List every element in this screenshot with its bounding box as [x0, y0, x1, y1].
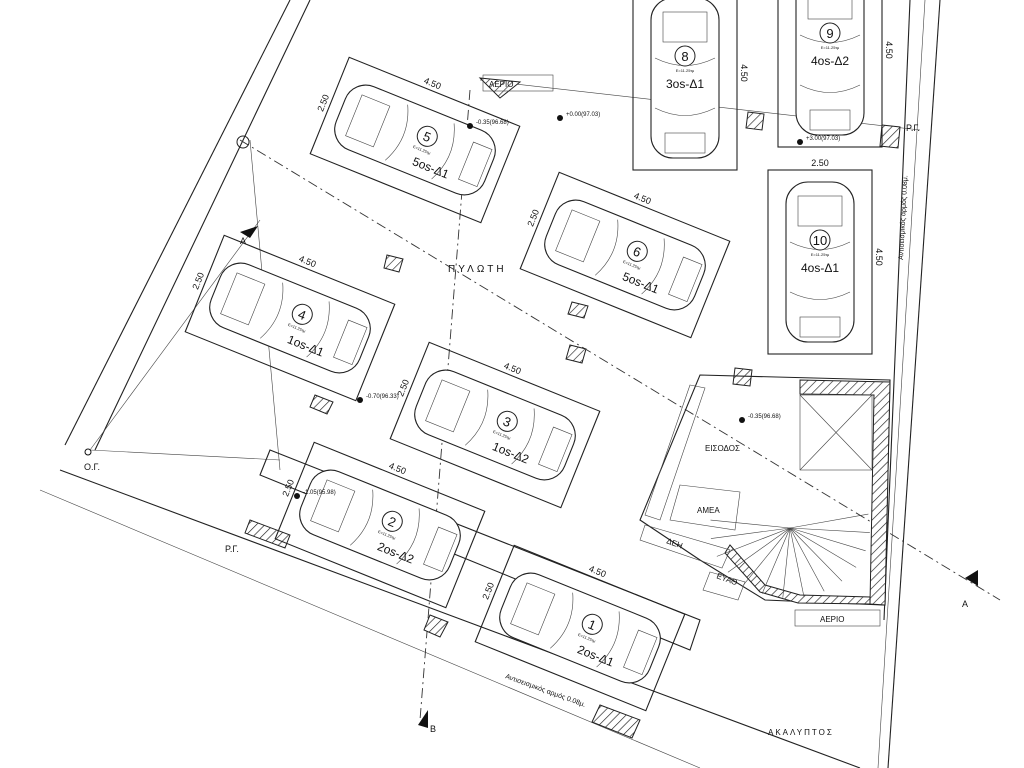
space-area: E=11.25τμ [577, 632, 597, 644]
og-marker: Ο.Γ. [84, 462, 100, 472]
space-area: E=11.25τμ [377, 529, 397, 541]
dimension-length: 4.50 [739, 64, 749, 82]
car-icon [650, 0, 720, 159]
space-owner: 4os-Δ1 [801, 261, 839, 275]
space-outline [274, 441, 486, 609]
level-4: -1.05(95.98) [303, 490, 336, 496]
space-owner: 4os-Δ2 [811, 54, 849, 68]
car-icon [499, 572, 661, 684]
dimension-width: 2.50 [811, 158, 829, 168]
rg-marker-right: Ρ.Γ. [906, 123, 920, 133]
dimension-width: 2.50 [525, 208, 541, 228]
space-outline [519, 171, 731, 339]
car-icon [414, 369, 576, 481]
building-walls [244, 77, 901, 739]
stair-core [482, 74, 891, 627]
dimension-length: 4.50 [422, 76, 442, 92]
dimension-length: 4.50 [632, 191, 652, 207]
level-5: -0.35(96.68) [748, 414, 781, 420]
dimension-length: 4.50 [884, 41, 894, 59]
space-outline [184, 234, 396, 402]
space-area: E=11.25τμ [492, 429, 512, 441]
dimension-width: 2.50 [280, 478, 296, 498]
parking-space-10: 10E=11.25τμ 4os-Δ1 4.50 2.50 [767, 158, 884, 355]
level-3: -0.70(96.33) [366, 394, 399, 400]
space-outline [767, 169, 873, 355]
level-0: +0.00(97.03) [566, 112, 600, 118]
space-outline [389, 341, 601, 509]
level-1: -0.35(96.68) [476, 120, 509, 126]
car-icon [785, 181, 855, 343]
space-number: 8 [681, 49, 688, 64]
car-icon [795, 0, 865, 136]
dimension-length: 4.50 [874, 248, 884, 266]
car-icon [209, 262, 371, 374]
space-area: E=11.25τμ [821, 45, 840, 50]
car-icon [299, 469, 461, 581]
space-owner: 3os-Δ1 [666, 77, 704, 91]
plot-boundaries [39, 0, 1001, 768]
dimension-width: 2.50 [315, 93, 331, 113]
markers: Ο.Γ. Ρ.Γ. Ρ.Γ. Α Α Β [84, 123, 978, 734]
space-area: E=11.25τμ [412, 144, 432, 156]
space-outline [632, 0, 738, 171]
entrance-label: ΕΙΣΟΔΟΣ [705, 444, 740, 453]
car-icon [544, 199, 706, 311]
space-number: 10 [813, 233, 827, 248]
car-icon [334, 84, 496, 196]
open-space-label: ΑΚΑΛΥΠΤΟΣ [768, 728, 834, 737]
space-number: 9 [826, 26, 833, 41]
space-area: E=11.25τμ [622, 259, 642, 271]
space-area: E=11.25τμ [811, 252, 830, 257]
section-b: Β [430, 724, 436, 734]
pilotis-label: ΠΥΛΩΤΗ [448, 264, 507, 275]
parking-spaces: 1E=11.25τμ2os-Δ14.502.502E=11.25τμ2os-Δ2… [184, 0, 894, 712]
space-area: E=11.25τμ [676, 68, 695, 73]
evath-label: ΕΥΑΘ [715, 571, 738, 587]
seismic-joint-right: Αντισεισμικός αρμός 0.08μ. [897, 175, 909, 260]
rg-marker: Ρ.Γ. [225, 544, 239, 554]
power-room-label: ΔΕΗ [665, 536, 684, 550]
space-outline [474, 544, 686, 712]
space-outline [309, 56, 521, 224]
dimension-length: 4.50 [387, 461, 407, 477]
section-a-left: Α [240, 236, 246, 246]
level-2: +3.00(97.03) [806, 136, 840, 142]
space-outline [777, 0, 883, 148]
dimension-width: 2.50 [480, 581, 496, 601]
dimension-length: 4.50 [502, 361, 522, 377]
space-area: E=11.25τμ [287, 322, 307, 334]
section-a-right: Α [962, 599, 968, 609]
disabled-label: ΑΜΕΑ [697, 506, 720, 515]
level-marks: +0.00(97.03) -0.35(96.68) +3.00(97.03) -… [294, 112, 840, 499]
gas-label-top: ΑΕΡΙΟ [489, 80, 513, 89]
gas-label-bottom: ΑΕΡΙΟ [820, 615, 844, 624]
dimension-length: 4.50 [297, 254, 317, 270]
dimension-width: 2.50 [190, 271, 206, 291]
